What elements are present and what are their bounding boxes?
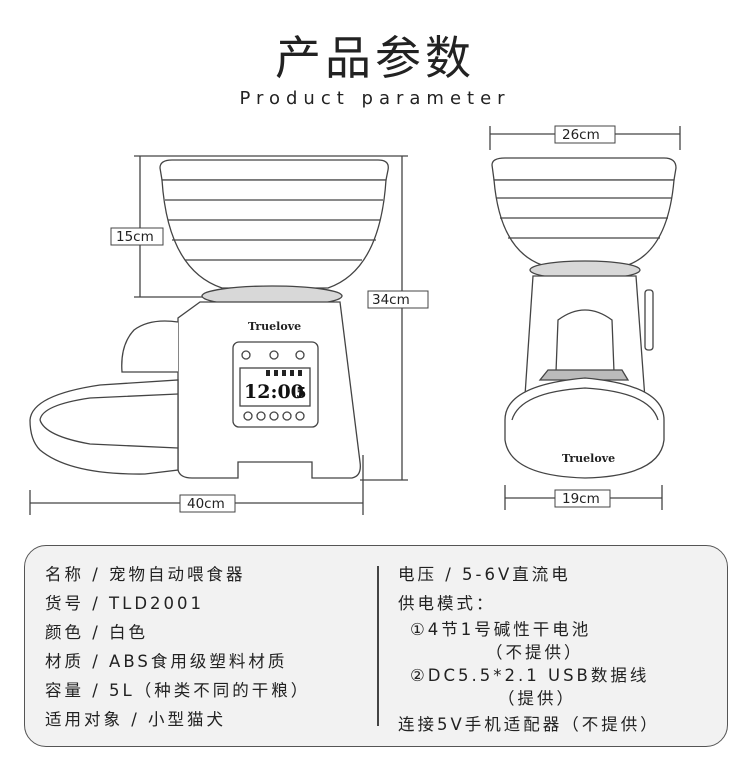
spec-panel: 名称 / 宠物自动喂食器 货号 / TLD2001 颜色 / 白色 材质 / A… bbox=[24, 545, 728, 747]
display-time: 12:00 bbox=[244, 381, 304, 403]
spec-target: 适用对象 / 小型猫犬 bbox=[45, 710, 227, 729]
spec-right-column: 电压 / 5-6V直流电 供电模式： ①4节1号碱性干电池 （不提供） ②DC5… bbox=[398, 560, 718, 739]
dim-total-height: 34cm bbox=[372, 292, 410, 308]
dim-base-width: 19cm bbox=[562, 491, 600, 507]
product-diagram: 15cm 34cm 40cm 26cm 19cm Truelove Truelo… bbox=[29, 125, 681, 515]
display-portion: 5 bbox=[296, 384, 306, 402]
spec-material: 材质 / ABS食用级塑料材质 bbox=[45, 652, 288, 671]
spec-left-column: 名称 / 宠物自动喂食器 货号 / TLD2001 颜色 / 白色 材质 / A… bbox=[45, 560, 385, 734]
dim-top-width: 26cm bbox=[562, 127, 600, 143]
page-title: 产品参数 bbox=[275, 31, 475, 85]
spec-color: 颜色 / 白色 bbox=[45, 623, 149, 642]
spec-voltage: 电压 / 5-6V直流电 bbox=[398, 565, 571, 584]
brand-logo-front: Truelove bbox=[562, 452, 615, 465]
spec-battery-note: （不提供） bbox=[486, 643, 584, 662]
dim-length: 40cm bbox=[187, 496, 225, 512]
spec-battery: ①4节1号碱性干电池 bbox=[410, 620, 592, 639]
spec-name: 名称 / 宠物自动喂食器 bbox=[45, 565, 246, 584]
column-divider bbox=[377, 566, 379, 726]
spec-usb: ②DC5.5*2.1 USB数据线 bbox=[410, 666, 650, 685]
spec-usb-note: （提供） bbox=[498, 689, 576, 708]
spec-power-mode: 供电模式： bbox=[398, 594, 496, 613]
spec-model: 货号 / TLD2001 bbox=[45, 594, 205, 613]
brand-logo-side: Truelove bbox=[248, 320, 301, 333]
dim-bowl-height: 15cm bbox=[116, 229, 154, 245]
page-subtitle: Product parameter bbox=[239, 88, 511, 109]
spec-adapter: 连接5V手机适配器（不提供） bbox=[398, 715, 660, 734]
spec-capacity: 容量 / 5L（种类不同的干粮） bbox=[45, 681, 311, 700]
